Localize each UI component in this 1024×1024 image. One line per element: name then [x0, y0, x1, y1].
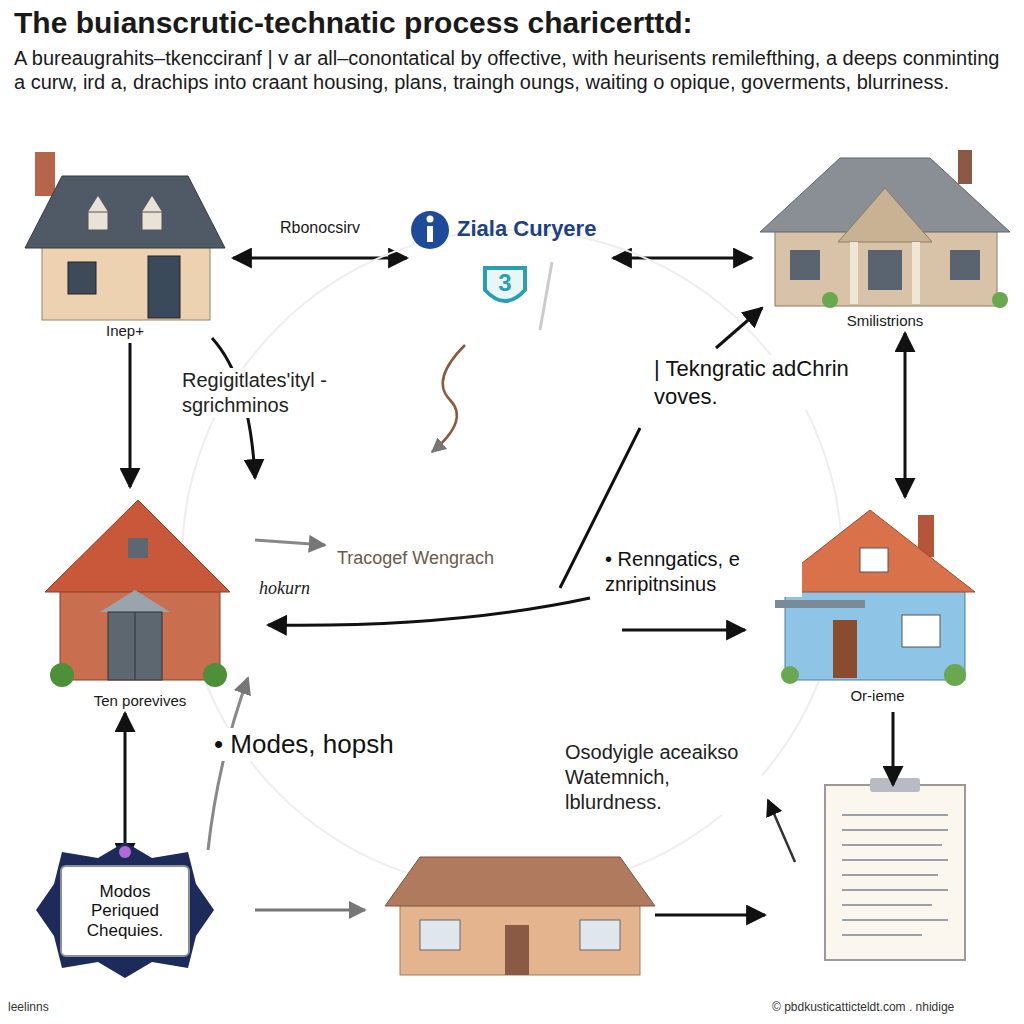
node-label: Inep+: [103, 322, 147, 340]
callout-number: 3: [496, 268, 513, 298]
node-label: Ten porevives: [91, 692, 190, 710]
node-label: Modos Periqued Chequies.: [70, 882, 180, 941]
edge-label: Rbonocsirv: [277, 219, 363, 237]
node-label: Ziala Curyere: [454, 217, 599, 241]
house-bottom: [385, 857, 655, 975]
house-node: Inep+: [20, 150, 230, 340]
house-brick: [45, 500, 230, 687]
connector-arrow: [124, 713, 127, 862]
note: • Modes, hopsh: [212, 728, 396, 761]
house-blue: [765, 510, 975, 686]
connector-arrow: [613, 257, 752, 260]
scribble: hokurn: [257, 577, 312, 600]
badge-ornament: [36, 842, 214, 978]
background-ring: [182, 230, 842, 890]
watermark: © pbdkusticatticteldt.com . nhidige: [770, 1000, 956, 1015]
house-top-left: [25, 152, 225, 320]
node-label: Smilistrions: [844, 312, 927, 330]
badge-card: Modos Periqued Chequies.: [60, 865, 190, 957]
note: Regigitlates'ityl - sgrichminos: [180, 368, 394, 418]
connector-arrow: [904, 333, 907, 497]
note: Osodyigle aceaikso Watemnich, lblurdness…: [563, 740, 762, 815]
house-node: Ten porevives: [40, 490, 240, 710]
note: • Renngatics, e znripitnsinus: [603, 547, 802, 597]
caption: A bureaugrahits–tkencciranf | v ar all–c…: [14, 46, 1010, 94]
node-label: Or-ieme: [847, 687, 907, 705]
connector-arrow: [129, 343, 132, 487]
title: The buianscrutic-technatic process chari…: [14, 6, 1014, 40]
note: Tracogef Wengrach: [335, 547, 496, 570]
document-icon: [825, 778, 965, 960]
house-node: Or-ieme: [760, 500, 995, 705]
house-top-right: [760, 150, 1010, 308]
logo-node: Ziala Curyere: [410, 198, 610, 260]
shield-badge: [485, 268, 525, 301]
footer-text: leelinns: [6, 1000, 51, 1015]
house-node: Smilistrions: [755, 145, 1015, 330]
note: | Tekngratic adChrin voves.: [652, 355, 866, 410]
